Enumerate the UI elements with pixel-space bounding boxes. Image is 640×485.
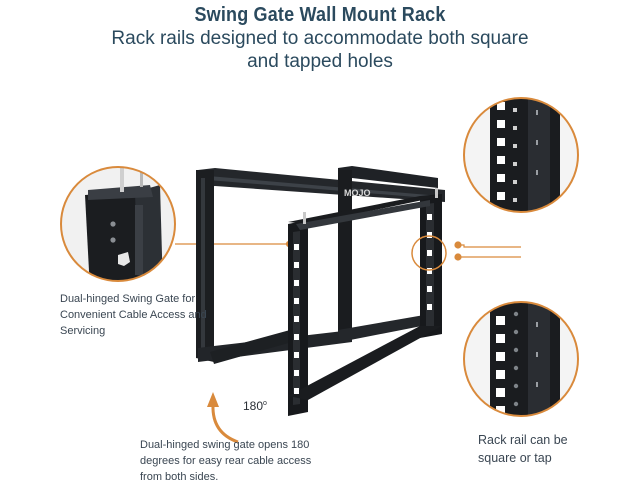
tapped-hole-rail-zoom: [463, 301, 579, 417]
page-title: Swing Gate Wall Mount Rack: [194, 4, 446, 26]
rotation-callout-text: Dual-hinged swing gate opens 180 degrees…: [140, 439, 312, 483]
wall-mount-rack: [196, 166, 447, 416]
gate-callout-text: Dual-hinged Swing Gate for Convenient Ca…: [60, 293, 207, 337]
page-subtitle: Rack rails designed to accommodate both …: [111, 28, 529, 72]
hinge-detail-zoom: [60, 166, 176, 282]
square-hole-rail-zoom: [463, 97, 579, 213]
rotation-arrow-icon: [207, 392, 239, 444]
rail-callout-text: Rack rail can be square or tap: [478, 433, 568, 465]
brand-logo: MOJO: [344, 188, 371, 198]
rotation-angle-label: 180o: [243, 399, 267, 413]
callout-connectors: [175, 240, 521, 261]
